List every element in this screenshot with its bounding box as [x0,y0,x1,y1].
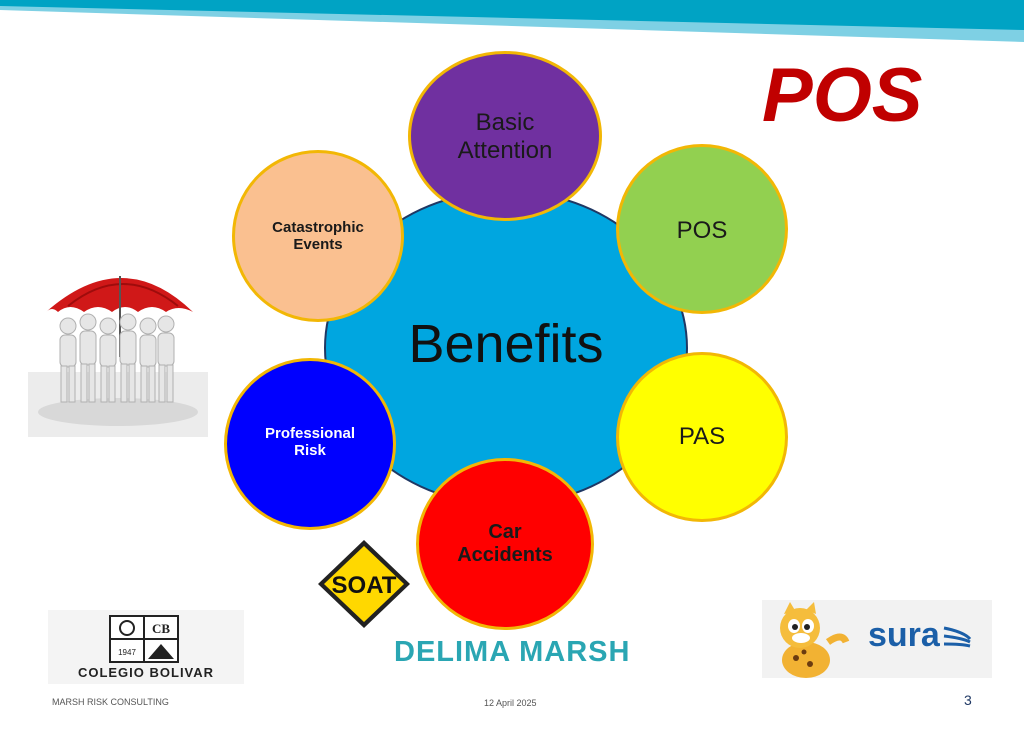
top-banner [0,0,1024,42]
professional-risk-circle: Professional Risk [224,358,396,530]
basic-attention-circle: Basic Attention [408,51,602,221]
umbrella-people-illustration [28,276,208,437]
sura-name: sura [868,616,940,654]
basic-attention-label: Basic Attention [457,109,553,164]
footer-left-text: MARSH RISK CONSULTING [52,697,169,707]
pos-label: POS [676,217,728,244]
benefits-label: Benefits [408,313,604,374]
pas-circle: PAS [616,352,788,522]
pos-circle: POS [616,144,788,314]
delima-marsh-logo: DELIMA MARSH [394,636,631,668]
sura-swoosh-icon [943,626,972,648]
colegio-bolivar-logo: CB 1947 COLEGIO BOLIVAR [48,610,244,684]
colegio-bolivar-name: COLEGIO BOLIVAR [77,665,215,680]
colegio-crest-icon: CB 1947 [109,615,179,663]
footer-date: 12 April 2025 [484,698,537,708]
car-accidents-label: Car Accidents [457,521,553,566]
svg-text:CB: CB [152,621,170,636]
cheetah-mascot-icon [780,602,850,678]
soat-text: SOAT [332,572,397,599]
colegio-year: 1947 [118,648,136,657]
catastrophic-events-circle: Catastrophic Events [232,150,404,322]
page-number: 3 [964,692,972,708]
car-accidents-circle: Car Accidents [416,458,594,630]
catastrophic-events-label: Catastrophic Events [272,219,364,254]
sura-logo: sura [762,600,992,678]
slide-title: POS [762,53,923,138]
professional-risk-label: Professional Risk [264,425,356,460]
pas-label: PAS [678,423,726,450]
soat-sign-logo: SOAT [318,540,410,628]
